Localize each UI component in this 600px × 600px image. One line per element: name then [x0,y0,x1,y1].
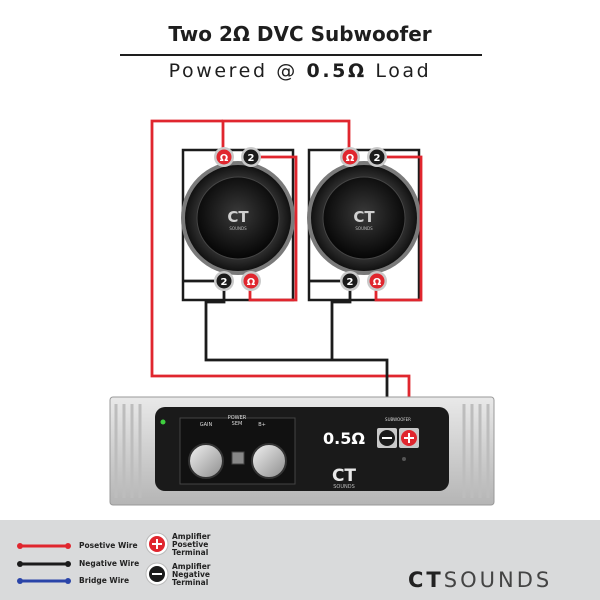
amplifier-ground-terminal[interactable] [251,443,287,479]
speaker-1-cone [196,176,280,260]
brand-sounds: SOUNDS [443,568,553,592]
positive-bridge-top [221,119,351,157]
legend-bridge-label: Bridge Wire [79,576,130,585]
negative-main-wire [204,281,389,430]
speaker-2-cone [322,176,406,260]
legend-panel [0,520,600,600]
speaker-2-positive-loop [374,155,423,302]
amp-label-bass: B+ [258,422,266,428]
speaker-2-terminals: Ω 2 2 Ω [340,147,387,291]
speaker-2-top-pos-label: Ω [346,153,355,164]
speaker-1-top-neg-terminal [243,149,259,165]
speaker-1-bottom-neg-terminal [216,273,232,289]
speaker-1-bottom-pos-terminal [243,273,259,289]
positive-main-wire [150,119,411,430]
speaker-1: CT SOUNDS [181,148,295,302]
subtitle-load-value: 0.5Ω [306,60,367,82]
amp-label-sem: SEM [232,421,243,427]
speaker-2-bottom-pos-label: Ω [373,277,382,288]
diagram-subtitle: Powered @ 0.5Ω Load [0,60,600,82]
amplifier-brand-sounds: SOUNDS [333,484,355,490]
speaker-2: CT SOUNDS [307,148,421,302]
speaker-1-top-pos-terminal [216,149,232,165]
speaker-2-logo-sub: SOUNDS [355,226,373,231]
amp-label-power: POWER [228,415,247,421]
speaker-2-bottom-pos-terminal [369,273,385,289]
legend-pos-line2: Posetive [172,540,209,549]
legend-terminal-icons [145,532,169,586]
legend-neg-line1: Amplifier [172,562,211,571]
speaker-2-bottom-neg-label: 2 [347,277,354,288]
legend-negative-label: Negative Wire [79,559,140,568]
minus-icon [382,437,392,439]
legend-pos-line1: Amplifier [172,532,211,541]
speaker-1-logo-sub: SOUNDS [229,226,247,231]
amplifier-heatsink-fins [114,404,490,498]
speaker-1-top-pos-label: Ω [220,153,229,164]
title-divider [120,54,482,56]
speaker-1-positive-loop [248,155,298,302]
legend-graphics [17,532,169,586]
speaker-2-top-neg-label: 2 [374,153,381,164]
amplifier-screw [402,457,406,461]
amplifier-remote-terminal[interactable] [231,451,245,465]
legend-positive-label: Posetive Wire [79,541,138,550]
amplifier-brand-ct: CT [332,466,356,486]
subtitle-prefix: Powered @ [168,60,307,82]
speaker-2-top-pos-terminal [342,149,358,165]
brand-ct: CT [408,568,444,592]
speaker-1-top-neg-label: 2 [248,153,255,164]
plus-icon-v [408,433,410,443]
legend-neg-line2: Negative [172,570,210,579]
speaker-2-logo: CT [353,208,375,226]
legend-negative-terminal-text: Amplifier Negative Terminal [172,563,210,587]
brand-logo: CTSOUNDS [408,568,552,592]
speaker-1-bottom-neg-label: 2 [221,277,228,288]
speaker-2-bottom-neg-terminal [342,273,358,289]
speaker-1-bottom-pos-label: Ω [247,277,256,288]
legend-positive-terminal-text: Amplifier Posetive Terminal [172,533,210,557]
negative-bridge-wire [330,281,352,360]
speaker-1-logo: CT [227,208,249,226]
legend-wire-samples [17,543,71,584]
subtitle-suffix: Load [366,60,432,82]
amplifier-load-value: 0.5Ω [323,429,365,448]
speaker-2-top-neg-terminal [369,149,385,165]
speaker-1-terminals: Ω 2 2 Ω [214,147,261,291]
diagram-title: Two 2Ω DVC Subwoofer [168,22,432,46]
amplifier-power-terminal[interactable] [188,443,224,479]
legend-neg-line3: Terminal [172,578,209,587]
legend-pos-line3: Terminal [172,548,209,557]
amp-label-gain: GAIN [200,422,213,428]
positive-wires [150,119,423,430]
amplifier-power-led [160,419,166,425]
amp-label-subwoofer: SUBWOOFER [385,417,411,422]
amplifier: GAIN POWER SEM B+ 0.5Ω SUBWOOFER CT SOUN… [109,396,495,506]
